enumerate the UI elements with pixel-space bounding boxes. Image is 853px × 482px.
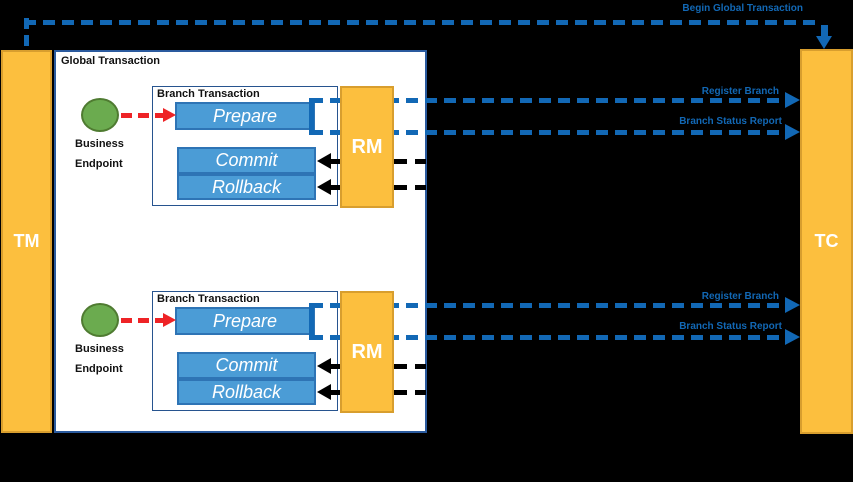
rollback-label: Rollback [211, 381, 282, 402]
register-branch-line [311, 303, 786, 308]
register-branch-arrow-head-icon [785, 92, 800, 108]
commit-command-arrow-head-icon [317, 153, 331, 169]
invoke-arrow-head-icon [163, 108, 176, 122]
branch-transaction-group: Branch Transaction Prepare Commit Rollba… [0, 291, 853, 421]
prepare-label: Prepare [212, 310, 278, 331]
tm-node: TM [1, 50, 52, 433]
invoke-arrow-line [121, 113, 163, 118]
commit-box: Commit [177, 147, 316, 174]
rm-label: RM [351, 135, 383, 158]
commit-box: Commit [177, 352, 316, 379]
begin-global-arrow-stem [821, 25, 828, 37]
branch-transaction-group: Branch Transaction Prepare Commit Rollba… [0, 86, 853, 216]
commit-label: Commit [215, 150, 278, 170]
rollback-command-arrow-head-icon [317, 384, 331, 400]
branch-status-report-line [311, 130, 786, 135]
branch-status-report-arrow-head-icon [785, 124, 800, 140]
rollback-label: Rollback [211, 176, 282, 197]
prepare-box: Prepare [175, 102, 315, 130]
branch-report-connector [309, 98, 314, 135]
rm-label: RM [351, 340, 383, 363]
tc-node: TC [800, 49, 853, 434]
begin-global-line-horizontal [24, 20, 822, 25]
rollback-command-arrow-head-icon [317, 179, 331, 195]
rm-node: RM [340, 291, 394, 413]
business-endpoint-icon [81, 303, 119, 337]
business-endpoint-label-line1: Business [75, 343, 124, 355]
invoke-arrow-head-icon [163, 313, 176, 327]
prepare-label: Prepare [212, 105, 278, 126]
register-branch-line [311, 98, 786, 103]
commit-command-arrow-head-icon [317, 358, 331, 374]
global-transaction-label: Global Transaction [61, 55, 161, 67]
business-endpoint-label-line1: Business [75, 138, 124, 150]
branch-transaction-label: Branch Transaction [157, 293, 260, 305]
business-endpoint-label: Business Endpoint [75, 134, 124, 174]
branch-transaction-label: Branch Transaction [157, 88, 260, 100]
business-endpoint-label: Business Endpoint [75, 339, 124, 379]
rm-node: RM [340, 86, 394, 208]
commit-label: Commit [215, 355, 278, 375]
register-branch-label: Register Branch [701, 291, 779, 302]
business-endpoint-icon [81, 98, 119, 132]
branch-report-connector [309, 303, 314, 340]
begin-global-line-vertical-left [24, 18, 29, 50]
begin-global-transaction-label: Begin Global Transaction [682, 3, 803, 14]
register-branch-label: Register Branch [701, 86, 779, 97]
branch-status-report-arrow-head-icon [785, 329, 800, 345]
invoke-arrow-line [121, 318, 163, 323]
tm-label: TM [13, 231, 40, 251]
tc-label: TC [814, 231, 839, 251]
branch-status-report-label: Branch Status Report [679, 116, 782, 127]
rollback-box: Rollback [177, 174, 316, 200]
business-endpoint-label-line2: Endpoint [75, 363, 123, 375]
register-branch-arrow-head-icon [785, 297, 800, 313]
prepare-box: Prepare [175, 307, 315, 335]
branch-status-report-label: Branch Status Report [679, 321, 782, 332]
rollback-box: Rollback [177, 379, 316, 405]
business-endpoint-label-line2: Endpoint [75, 158, 123, 170]
begin-global-arrow-down-icon [816, 36, 832, 49]
branch-status-report-line [311, 335, 786, 340]
